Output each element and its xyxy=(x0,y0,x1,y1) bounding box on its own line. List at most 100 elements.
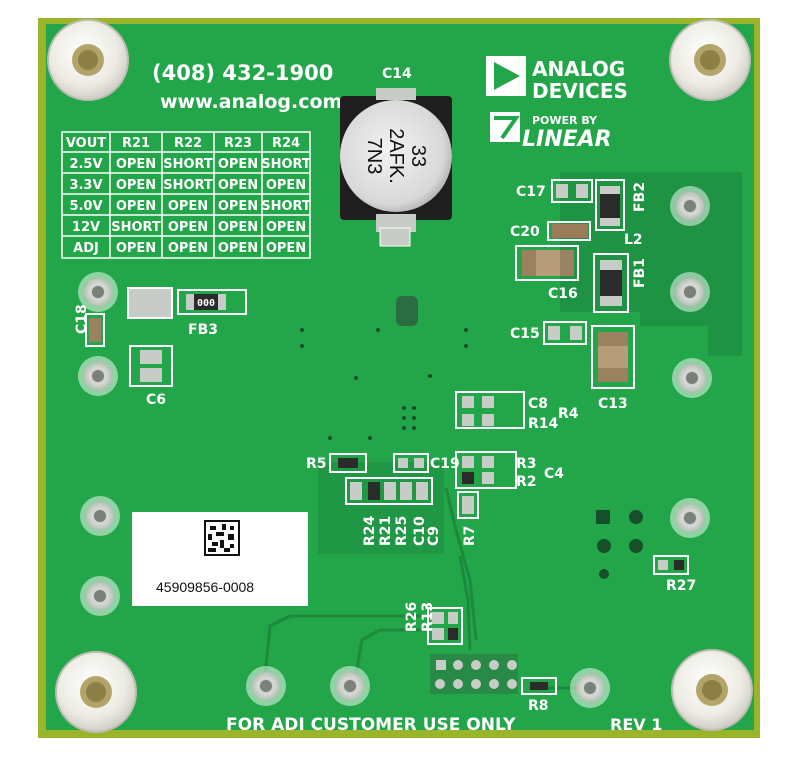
test-point-bottom-3[interactable] xyxy=(570,668,610,708)
svg-text:OPEN: OPEN xyxy=(218,157,258,172)
label-c16: C16 xyxy=(548,286,578,302)
label-l2: L2 xyxy=(624,232,643,248)
test-point-gnd-right[interactable] xyxy=(672,358,712,398)
label-c20: C20 xyxy=(510,224,540,240)
label-c10: C10 xyxy=(412,516,428,546)
resistor-r8[interactable] xyxy=(521,677,557,695)
label-c4: C4 xyxy=(544,466,564,482)
capacitor-c14-pad xyxy=(379,227,411,247)
svg-text:OPEN: OPEN xyxy=(218,199,258,214)
label-c18: C18 xyxy=(74,304,90,334)
header-connector-right[interactable] xyxy=(596,510,643,579)
label-r24: R24 xyxy=(362,515,378,546)
label-r13: R13 xyxy=(420,602,436,632)
table-row-adj: ADJ OPEN OPEN OPEN OPEN xyxy=(73,241,306,256)
svg-text:OPEN: OPEN xyxy=(116,178,156,193)
label-r26: R26 xyxy=(404,602,420,632)
svg-text:OPEN: OPEN xyxy=(266,178,306,193)
pin-header-bottom[interactable] xyxy=(430,654,518,694)
capacitor-c6[interactable] xyxy=(129,345,173,387)
test-point-vout-1[interactable] xyxy=(670,186,710,226)
serial-number-label: 45909856-0008 xyxy=(132,512,308,606)
copper-pad-fb3 xyxy=(127,287,173,319)
resistor-array-r3-r2[interactable] xyxy=(455,451,517,489)
capacitor-c17[interactable] xyxy=(551,179,593,203)
svg-text:45909856-0008: 45909856-0008 xyxy=(156,579,254,595)
mounting-standoff-top-right xyxy=(669,19,751,101)
test-point-left-3[interactable] xyxy=(80,496,120,536)
resistor-r5[interactable] xyxy=(329,453,367,473)
phone-number: (408) 432-1900 xyxy=(152,61,333,85)
test-point-vin-left-2[interactable] xyxy=(78,356,118,396)
label-r21: R21 xyxy=(378,516,394,546)
power-by-linear-logo: POWER BY LINEAR xyxy=(490,112,612,152)
test-point-vin-left-1[interactable] xyxy=(78,272,118,312)
vout-select-resistors[interactable] xyxy=(345,477,433,505)
svg-text:SHORT: SHORT xyxy=(163,178,213,193)
label-c13: C13 xyxy=(598,396,628,412)
svg-text:VOUT: VOUT xyxy=(66,136,106,151)
resistor-r27[interactable] xyxy=(653,555,689,575)
mounting-standoff-bottom-left xyxy=(55,651,137,733)
svg-text:OPEN: OPEN xyxy=(168,220,208,235)
label-fb2: FB2 xyxy=(632,182,648,212)
label-r4: R4 xyxy=(558,406,579,422)
resistor-r26-r13[interactable] xyxy=(427,607,463,645)
svg-text:SHORT: SHORT xyxy=(163,157,213,172)
capacitor-c14[interactable]: 33 2AFK. 7N3 xyxy=(340,88,452,232)
svg-text:2.5V: 2.5V xyxy=(69,157,102,172)
svg-text:SHORT: SHORT xyxy=(111,220,161,235)
ferrite-bead-fb2[interactable] xyxy=(595,179,625,231)
svg-text:OPEN: OPEN xyxy=(168,241,208,256)
svg-text:ADJ: ADJ xyxy=(73,241,99,256)
svg-text:7N3: 7N3 xyxy=(363,138,385,175)
capacitor-c16[interactable] xyxy=(515,245,579,281)
svg-text:OPEN: OPEN xyxy=(266,220,306,235)
svg-text:SHORT: SHORT xyxy=(261,157,311,172)
resistor-array-c8-r14[interactable] xyxy=(455,391,525,429)
label-r8: R8 xyxy=(528,698,549,714)
ferrite-bead-fb3[interactable]: 000 xyxy=(177,289,247,315)
capacitor-c19[interactable] xyxy=(393,453,429,473)
capacitor-c20[interactable] xyxy=(547,221,591,241)
label-c8: C8 xyxy=(528,396,548,412)
svg-text:POWER BY: POWER BY xyxy=(532,114,598,127)
table-row-12v: 12V SHORT OPEN OPEN OPEN xyxy=(72,220,306,235)
website-url: www.analog.com xyxy=(160,91,342,113)
test-point-right-mid[interactable] xyxy=(670,498,710,538)
test-point-bottom-1[interactable] xyxy=(246,666,286,706)
label-r25: R25 xyxy=(394,516,410,546)
svg-text:R24: R24 xyxy=(272,136,300,151)
revision-label: REV 1 xyxy=(610,715,662,734)
table-row-5v0: 5.0V OPEN OPEN OPEN SHORT xyxy=(69,199,310,214)
label-fb1: FB1 xyxy=(632,258,648,288)
label-c19: C19 xyxy=(430,456,460,472)
test-point-vout-2[interactable] xyxy=(670,272,710,312)
table-header-row: VOUT R21 R22 R23 R24 xyxy=(66,136,300,151)
vout-config-table xyxy=(61,131,311,259)
footer-customer-notice: FOR ADI CUSTOMER USE ONLY xyxy=(226,715,516,735)
svg-text:ANALOG: ANALOG xyxy=(532,57,625,81)
label-c15: C15 xyxy=(510,326,540,342)
test-point-bottom-2[interactable] xyxy=(330,666,370,706)
resistor-r7[interactable] xyxy=(457,491,479,519)
capacitor-c15[interactable] xyxy=(543,321,587,345)
label-c9: C9 xyxy=(426,526,442,546)
label-r14: R14 xyxy=(528,416,559,432)
analog-devices-logo: ANALOG DEVICES xyxy=(486,56,628,103)
svg-text:OPEN: OPEN xyxy=(266,241,306,256)
svg-text:OPEN: OPEN xyxy=(218,178,258,193)
capacitor-c13[interactable] xyxy=(591,325,635,389)
ferrite-bead-fb1[interactable] xyxy=(593,253,629,313)
label-r2: R2 xyxy=(516,474,537,490)
svg-text:2AFK.: 2AFK. xyxy=(385,128,407,184)
capacitor-c18[interactable] xyxy=(85,313,105,347)
svg-text:SHORT: SHORT xyxy=(261,199,311,214)
svg-text:5.0V: 5.0V xyxy=(69,199,102,214)
test-point-left-4[interactable] xyxy=(80,576,120,616)
label-r27: R27 xyxy=(666,578,696,594)
label-c6: C6 xyxy=(146,392,166,408)
svg-text:OPEN: OPEN xyxy=(116,199,156,214)
label-c14: C14 xyxy=(382,66,412,82)
